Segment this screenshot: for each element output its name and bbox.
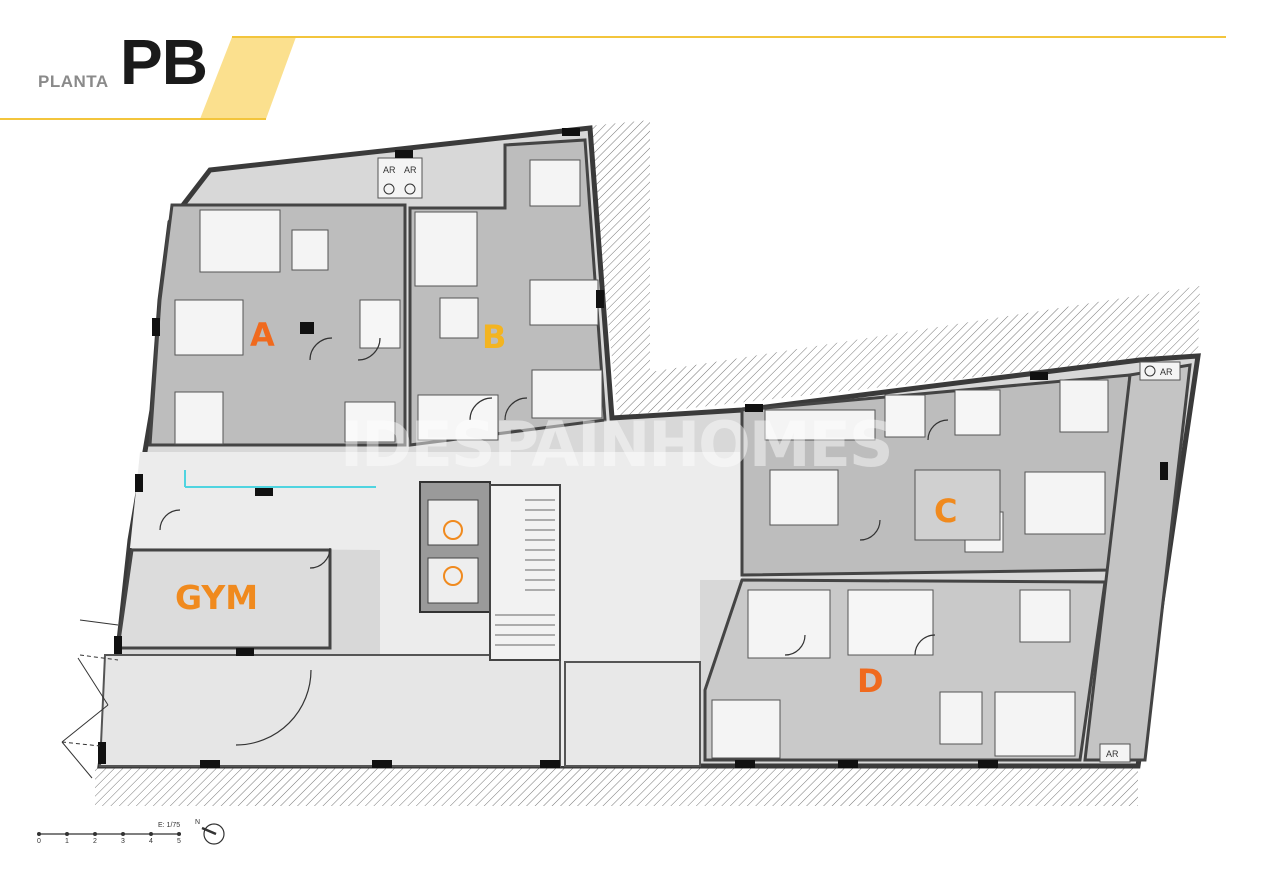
unit-c-sofa <box>1024 471 1106 535</box>
unit-b-bath2 <box>529 279 599 326</box>
stair-treads <box>495 499 555 646</box>
unit-d-bed2 <box>1019 589 1071 643</box>
unit-c-bath1 <box>884 394 926 438</box>
unit-b-sofa <box>414 211 478 287</box>
unit-c-bench <box>764 409 876 441</box>
scale-bar: E: 1/75 0 1 2 3 4 5 <box>30 818 250 858</box>
svg-text:AR: AR <box>383 165 396 175</box>
plan-header: PLANTA PB <box>0 0 1264 125</box>
entry-gates <box>61 619 119 779</box>
unit-d-bed3 <box>711 699 781 759</box>
storage-room <box>564 661 701 767</box>
accent-parallelogram <box>200 37 296 119</box>
garage-entry <box>98 654 561 767</box>
unit-b-bed1 <box>529 159 581 207</box>
unit-c-kitchen <box>914 469 1001 541</box>
scale-tick: 3 <box>121 838 125 845</box>
north-arrow-icon: N <box>194 819 230 853</box>
unit-b-table <box>439 297 479 339</box>
elevator-icon <box>443 520 463 540</box>
door-swings <box>159 337 949 746</box>
unit-c-bed2 <box>1059 379 1109 433</box>
street-hatch <box>95 766 1138 806</box>
north-label: N <box>195 819 201 826</box>
elevator-icon <box>443 566 463 586</box>
scale-tick: 4 <box>149 838 153 845</box>
unit-a-bed2 <box>174 391 224 445</box>
unit-a-table <box>291 229 329 271</box>
svg-text:AR: AR <box>404 165 417 175</box>
scale-tick: 2 <box>93 838 97 845</box>
unit-d-sofa <box>994 691 1076 757</box>
unit-a-bed1 <box>174 299 244 356</box>
unit-d-table <box>939 691 983 745</box>
unit-b-bath <box>417 394 499 441</box>
scale-tick: 5 <box>177 838 181 845</box>
unit-c-bath2 <box>954 389 1001 436</box>
gym-label: GYM <box>175 578 259 617</box>
floor-title: PB <box>120 26 208 98</box>
scale-ratio: E: 1/75 <box>158 822 181 829</box>
unit-a-bath2 <box>344 401 396 443</box>
patio-hatch <box>588 120 1200 416</box>
unit-d-bed1 <box>747 589 831 659</box>
elevator-2 <box>427 557 479 604</box>
stairwell <box>489 484 561 661</box>
unit-a-label: A <box>250 316 275 354</box>
scale-tick: 1 <box>65 838 69 845</box>
floor-prefix: PLANTA <box>38 72 109 91</box>
header-accent-lines <box>0 36 1226 120</box>
structural-columns <box>98 128 1168 768</box>
ar-unit-bottom <box>1099 743 1131 763</box>
unit-b-label: B <box>482 318 507 356</box>
unit-a-sofa <box>199 209 281 273</box>
unit-c-label: C <box>934 492 958 530</box>
gym-room <box>116 548 332 650</box>
elevator-1 <box>427 499 479 546</box>
unit-b-bed2 <box>531 369 603 419</box>
svg-text:AR: AR <box>1106 749 1119 759</box>
unit-d-bath <box>847 589 934 656</box>
unit-d-label: D <box>857 662 884 700</box>
scale-tick: 0 <box>37 838 41 845</box>
watermark: IDESPAINHOMES <box>340 408 894 481</box>
svg-text:AR: AR <box>1160 367 1173 377</box>
unit-c-bed1 <box>769 469 839 526</box>
